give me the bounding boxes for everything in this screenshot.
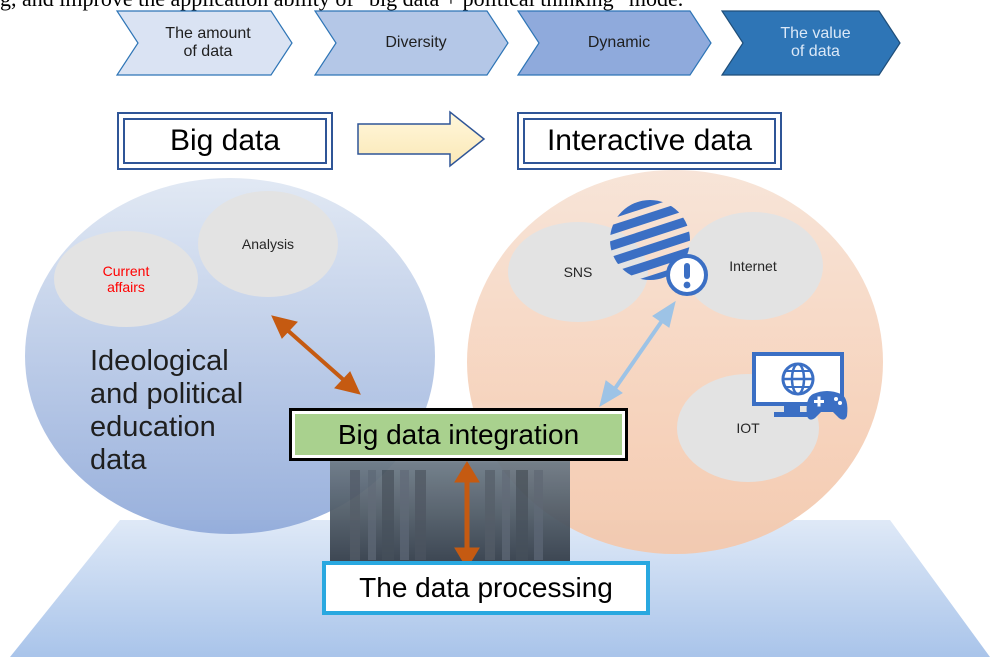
current-affairs-bubble: Current affairs [54,231,198,327]
orange-double-arrow-vertical [454,461,480,569]
chevron-label-value: The value of data [780,25,851,60]
interactive-data-label: Interactive data [523,118,776,164]
monitor-globe-icon [752,352,844,417]
data-processing-box: The data processing [322,561,650,615]
caption-text: g, and improve the application ability o… [0,0,1007,12]
chevron-1 [115,10,293,76]
orange-double-arrow-top [271,315,361,395]
alert-icon [666,254,708,296]
chevron-label-dynamic: Dynamic [587,34,651,51]
internet-bubble: Internet [683,212,823,320]
chevron-3 [516,10,712,76]
big-data-integration-box: Big data integration [289,408,628,461]
right-arrow [357,110,486,168]
analysis-bubble: Analysis [198,191,338,297]
chevron-2 [313,10,509,76]
chevron-label-amount: The amount of data [165,25,251,60]
blue-double-arrow [599,300,676,408]
gamepad-icon [806,391,848,420]
ideological-education-text: Ideological and political education data [90,345,244,476]
striped-globe-icon [610,200,690,280]
big-data-box: Big data [117,112,333,170]
big-data-label: Big data [123,118,327,164]
chevron-4 [720,10,901,76]
interactive-data-box: Interactive data [517,112,782,170]
chevron-label-diversity: Diversity [385,34,447,51]
